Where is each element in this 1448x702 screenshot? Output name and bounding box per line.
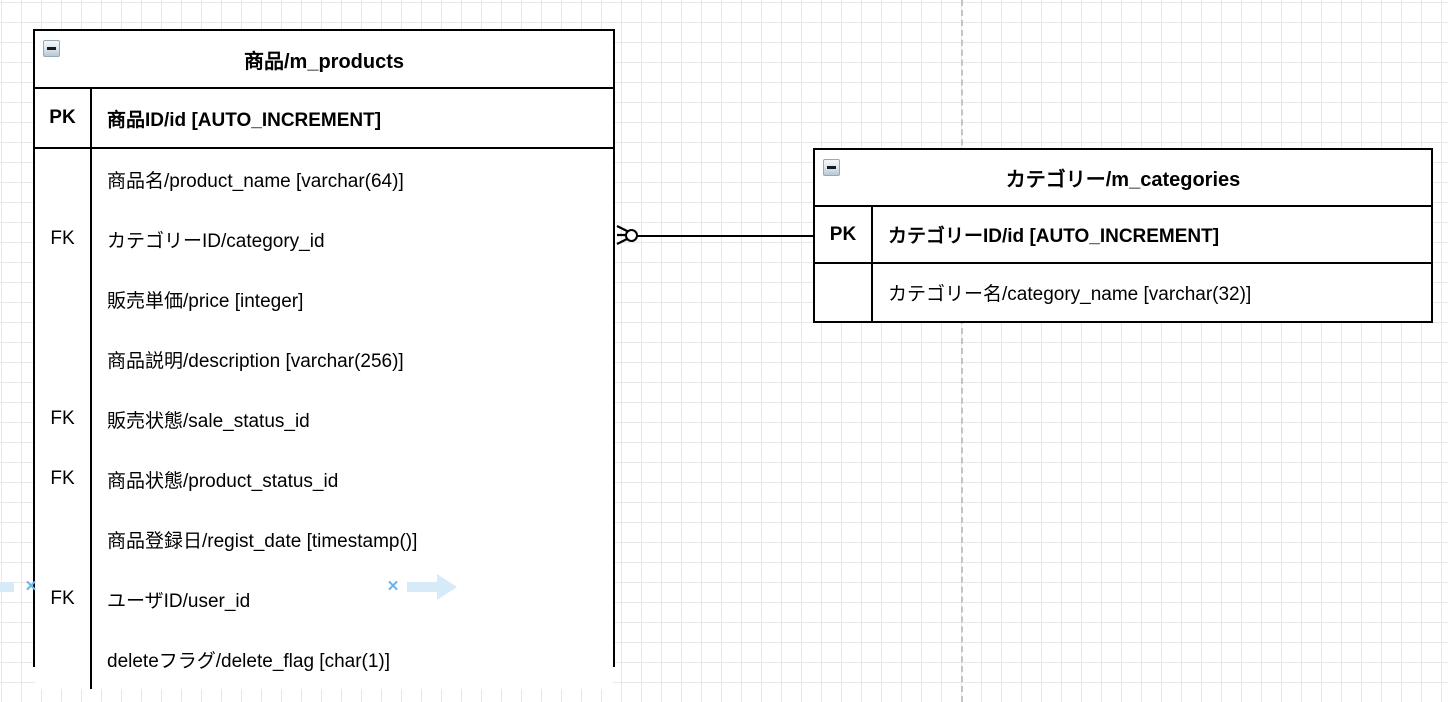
row-attribute-name: ユーザID/user_id <box>107 590 251 612</box>
row-attribute-name: 販売状態/sale_status_id <box>107 410 310 432</box>
table-row[interactable]: FK 販売状態/sale_status_id <box>35 389 613 449</box>
entity-m-categories[interactable]: カテゴリー/m_categories PK カテゴリーID/id [AUTO_I… <box>813 148 1433 323</box>
row-attribute-name: 商品名/product_name [varchar(64)] <box>107 170 404 192</box>
entity-header-m-products[interactable]: 商品/m_products <box>35 31 613 89</box>
remove-marker-x-icon[interactable]: ✕ <box>24 578 38 595</box>
row-key-badge <box>35 149 92 209</box>
row-key-badge: FK <box>35 389 92 449</box>
table-row[interactable]: カテゴリー名/category_name [varchar(32)] <box>815 264 1431 321</box>
table-row[interactable]: deleteフラグ/delete_flag [char(1)] <box>35 629 613 689</box>
table-row-selected[interactable]: FK ユーザID/user_id <box>35 569 613 629</box>
row-key-badge: PK <box>815 207 873 262</box>
table-row[interactable]: 商品登録日/regist_date [timestamp()] <box>35 509 613 569</box>
entity-m-products[interactable]: 商品/m_products PK 商品ID/id [AUTO_INCREMENT… <box>33 29 615 689</box>
row-key-badge: FK <box>35 449 92 509</box>
row-attribute-name: 商品説明/description [varchar(256)] <box>107 350 404 372</box>
row-key-badge: PK <box>35 89 92 147</box>
table-row[interactable]: 販売単価/price [integer] <box>35 269 613 329</box>
relationship-edge-line[interactable] <box>634 235 814 237</box>
table-row[interactable]: PK 商品ID/id [AUTO_INCREMENT] <box>35 89 613 149</box>
collapse-minus-icon[interactable] <box>43 40 60 57</box>
row-key-badge <box>35 329 92 389</box>
row-key-badge: FK <box>35 569 92 629</box>
directional-arrow-right-icon[interactable] <box>407 573 459 601</box>
collapse-minus-icon[interactable] <box>823 159 840 176</box>
table-row[interactable]: FK 商品状態/product_status_id <box>35 449 613 509</box>
minus-bar <box>47 47 56 50</box>
minus-bar <box>827 166 836 169</box>
entity-title: 商品/m_products <box>243 50 405 73</box>
row-key-badge <box>815 264 873 321</box>
table-row[interactable]: PK カテゴリーID/id [AUTO_INCREMENT] <box>815 207 1431 264</box>
zero-cardinality-circle-icon <box>625 229 638 242</box>
row-attribute-name: 商品ID/id [AUTO_INCREMENT] <box>107 109 382 131</box>
remove-marker-x-icon[interactable]: ✕ <box>386 578 400 595</box>
table-row[interactable]: 商品名/product_name [varchar(64)] <box>35 149 613 209</box>
row-attribute-name: カテゴリーID/category_id <box>107 230 325 252</box>
row-attribute-name: 商品状態/product_status_id <box>107 470 339 492</box>
table-row[interactable]: FK カテゴリーID/category_id <box>35 209 613 269</box>
table-row[interactable]: 商品説明/description [varchar(256)] <box>35 329 613 389</box>
row-key-badge <box>35 509 92 569</box>
entity-title: カテゴリー/m_categories <box>1005 169 1241 191</box>
page-break-guide <box>961 0 963 702</box>
row-attribute-name: deleteフラグ/delete_flag [char(1)] <box>107 650 391 672</box>
directional-arrow-left-icon[interactable] <box>0 573 14 601</box>
row-key-badge <box>35 269 92 329</box>
row-attribute-name: 商品登録日/regist_date [timestamp()] <box>107 530 418 552</box>
row-attribute-name: カテゴリーID/id [AUTO_INCREMENT] <box>888 226 1220 247</box>
entity-header-m-categories[interactable]: カテゴリー/m_categories <box>815 150 1431 207</box>
row-attribute-name: カテゴリー名/category_name [varchar(32)] <box>888 284 1252 305</box>
row-key-badge: FK <box>35 209 92 269</box>
row-key-badge <box>35 629 92 689</box>
row-attribute-name: 販売単価/price [integer] <box>107 290 304 312</box>
